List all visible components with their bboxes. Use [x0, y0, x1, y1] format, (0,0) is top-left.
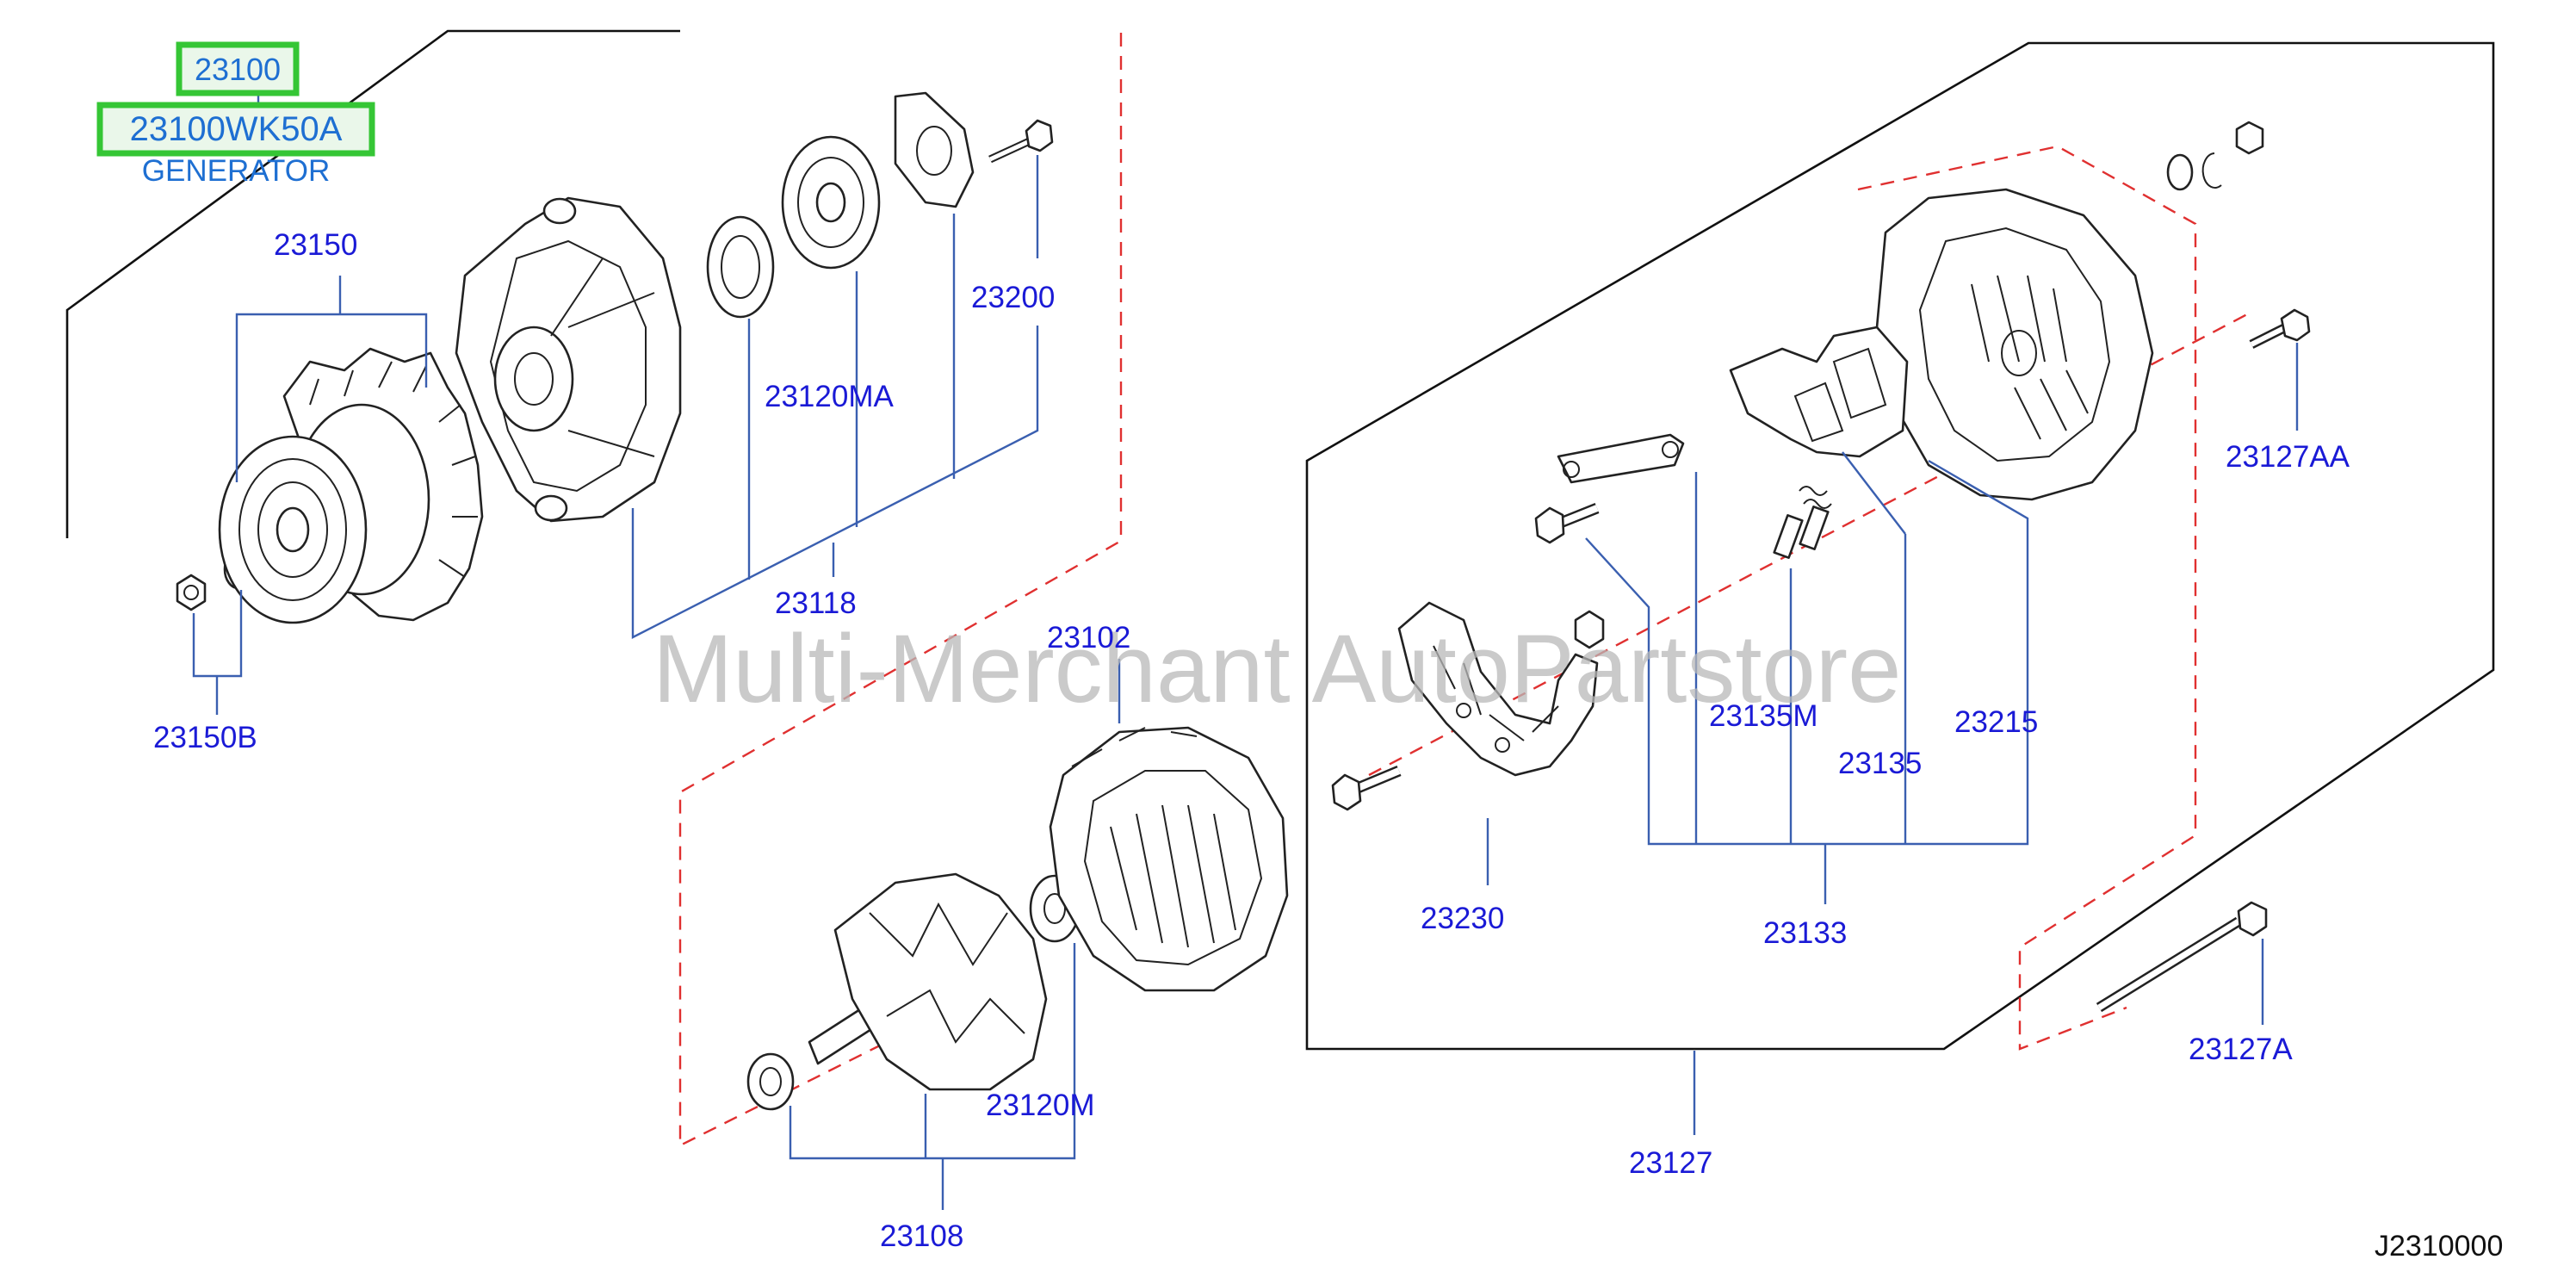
callout-23133[interactable]: 23133: [1763, 916, 1847, 950]
pulley-nut: [176, 574, 207, 611]
voltage-regulator: [1729, 326, 1909, 458]
through-bolt: [2096, 901, 2268, 1013]
callout-23127[interactable]: 23127: [1629, 1146, 1712, 1180]
callout-23200[interactable]: 23200: [971, 281, 1055, 314]
rotor-assembly: [746, 872, 1081, 1111]
watermark: Multi-Merchant AutoPartstore: [653, 615, 1901, 723]
part-number-highlight[interactable]: [96, 102, 375, 157]
callout-23150b[interactable]: 23150B: [153, 721, 257, 754]
assembly-frame-right: [1305, 41, 2495, 1051]
rectifier-nut: [1574, 610, 1605, 649]
callout-23135m[interactable]: 23135M: [1709, 699, 1817, 733]
front-housing: [455, 196, 682, 523]
pulley-fan-assembly: [218, 347, 484, 624]
rectifier-bolt: [1331, 766, 1402, 811]
terminal-washers: [2166, 121, 2264, 191]
rear-housing: [1875, 188, 2154, 501]
callout-labels: 23150 23150B 23118 23120MA 23200 23102 2…: [153, 228, 2350, 1253]
rear-cover-bolt: [2249, 308, 2311, 349]
callout-23102[interactable]: 23102: [1047, 621, 1130, 655]
callout-23118[interactable]: 23118: [775, 586, 857, 620]
group-number-highlight[interactable]: [176, 41, 300, 96]
callout-23230[interactable]: 23230: [1421, 902, 1504, 935]
terminal-bracket: [1557, 433, 1685, 484]
callout-23127a[interactable]: 23127A: [2189, 1033, 2293, 1066]
front-bearing: [781, 135, 881, 270]
callout-23135[interactable]: 23135: [1838, 747, 1922, 780]
regulator-bolt: [1534, 502, 1600, 544]
dashed-outline-front: [678, 33, 1123, 1147]
dashed-outline-rear: [1857, 145, 2197, 1051]
highlighted-part[interactable]: 23100 23100WK50A GENERATOR: [96, 41, 375, 188]
callout-23108[interactable]: 23108: [880, 1219, 963, 1253]
rectifier-assembly: [1397, 601, 1599, 777]
brush-set: [1773, 486, 1832, 559]
callout-23215[interactable]: 23215: [1954, 705, 2038, 739]
leader-lines: [192, 90, 2299, 1210]
stator-assembly: [1049, 726, 1289, 992]
callout-23127aa[interactable]: 23127AA: [2226, 440, 2350, 474]
part-number[interactable]: 23100WK50A: [130, 110, 343, 148]
retainer-screw: [988, 119, 1054, 164]
assembly-frame-left: [65, 29, 680, 538]
diagram-code: J2310000: [2375, 1230, 2503, 1262]
group-number[interactable]: 23100: [195, 52, 281, 87]
callout-23150[interactable]: 23150: [274, 228, 357, 262]
callout-23120ma[interactable]: 23120MA: [765, 380, 894, 413]
part-name: GENERATOR: [142, 154, 330, 188]
callout-23120m[interactable]: 23120M: [986, 1089, 1094, 1122]
bearing-retainer-plate: [894, 91, 975, 208]
front-seal: [706, 215, 775, 319]
